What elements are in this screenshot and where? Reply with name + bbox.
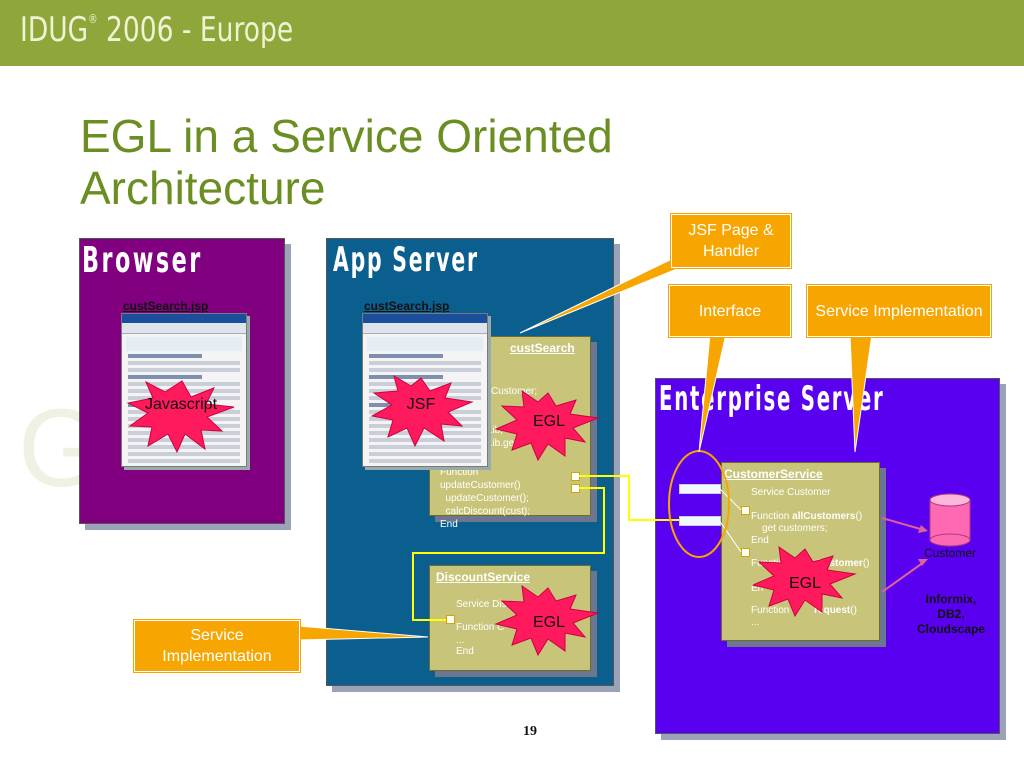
customer-service-line: Service Customer (751, 487, 831, 498)
customer-service-fn2-end: En (751, 583, 764, 594)
cust-search-code-8: calcDiscount(cust); (440, 506, 531, 517)
egl-burst-app-1 (494, 389, 600, 462)
cust-search-code-6: updateCustomer() (440, 480, 521, 491)
customer-service-port-2 (741, 548, 750, 557)
customer-service-port-1 (741, 506, 750, 515)
interface-callout: Interface (669, 285, 791, 337)
customer-service-fn1: Function allCustomers() (751, 511, 863, 522)
discount-service-code-2: Function C (456, 622, 505, 633)
cust-search-code-3: erLib; (478, 425, 504, 436)
interface-callout-pointer (698, 333, 727, 453)
discount-service-port (446, 615, 455, 624)
egl-burst-enterprise (751, 545, 857, 618)
cust-search-code-4: erLib.ge (478, 438, 515, 449)
egl-burst-enterprise-label: EGL (788, 575, 821, 592)
egl-burst-app-1-label: EGL (532, 413, 565, 430)
javascript-burst-label: Javascript (144, 396, 218, 413)
interface-highlight-ellipse (668, 450, 730, 558)
database-vendor-1: Informix, (925, 592, 977, 606)
database-icon (929, 493, 971, 547)
slide-header-band (0, 0, 1024, 66)
service-impl-top-pointer (849, 333, 873, 453)
customer-service-fn1-body: get customers; (762, 523, 828, 534)
browser-page-link[interactable]: custSearch.jsp (123, 299, 209, 313)
interface-bar-2 (679, 516, 721, 526)
jsf-callout-pointer (519, 254, 696, 334)
egl-burst-app-2 (494, 584, 600, 657)
db-arrow-1 (881, 517, 925, 531)
cust-search-code-7: updateCustomer(); (440, 493, 529, 504)
customer-service-title: CustomerService (724, 467, 823, 481)
cust-search-title: custSearch (510, 341, 575, 355)
discount-service-code-4: End (456, 646, 474, 657)
cust-search-code-5: Function (440, 467, 479, 478)
discount-service-code-3: ... (456, 635, 465, 646)
app-server-page-link[interactable]: custSearch.jsp (364, 299, 450, 313)
javascript-burst (126, 380, 235, 454)
service-impl-top-callout: Service Implementation (807, 285, 991, 337)
interface-link-1 (718, 487, 742, 511)
interface-link-2 (718, 519, 742, 553)
page-number: 19 (523, 724, 537, 739)
enterprise-server-panel-title: Enterprise Server (659, 379, 885, 419)
jsf-page-callout: JSF Page & Handler (671, 214, 791, 268)
customer-service-fn3: Function request() (751, 605, 857, 616)
db-arrow-2 (881, 561, 925, 593)
connector-to-interface (579, 475, 679, 521)
app-server-panel-title: App Server (333, 240, 479, 280)
database-vendor-3: Cloudscape (916, 622, 985, 636)
connector-to-discount (412, 487, 605, 621)
discount-service-title: DiscountService (436, 570, 531, 584)
customer-service-fn1-end: End (751, 535, 769, 546)
database-vendor-2: DB2, (937, 607, 965, 621)
customer-service-ellipsis: ... (751, 617, 760, 628)
jsf-burst-label: JSF (406, 396, 436, 413)
cust-search-code-9: End (440, 519, 458, 530)
jsf-burst (370, 374, 474, 448)
slide-title: EGL in a Service Oriented Architecture (80, 110, 613, 214)
service-impl-bottom-callout: Service Implementation (134, 620, 300, 672)
egl-burst-app-2-label: EGL (532, 614, 565, 631)
cust-search-code-1: Customer; (491, 386, 538, 397)
header-logo-text: IDUG® 2006 - Europe (20, 10, 294, 50)
database-label: Customer (923, 546, 976, 560)
service-impl-bottom-pointer (297, 625, 429, 641)
browser-panel-title: Browser (82, 240, 203, 281)
